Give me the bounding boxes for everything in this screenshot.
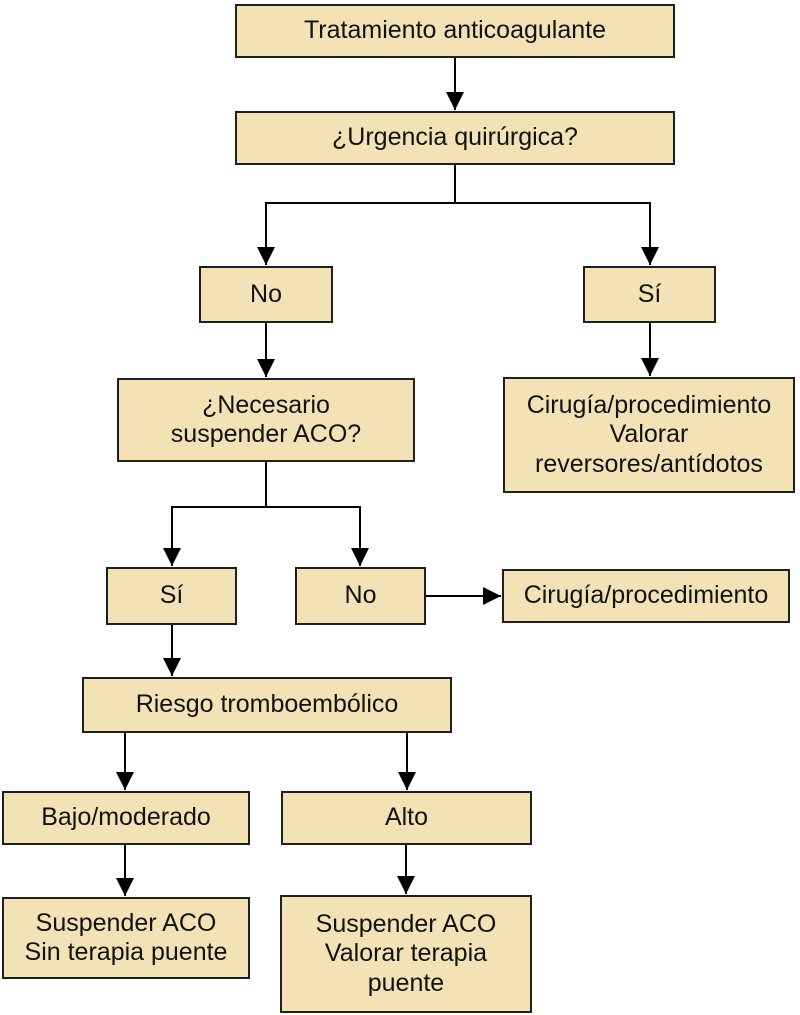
node-suspender-aco-sin-puente: Suspender ACO Sin terapia puente [2,897,250,979]
edge-necesario-no [266,506,369,566]
node-si-urgencia: Sí [583,266,716,323]
node-suspender-aco-valorar-puente: Suspender ACO Valorar terapia puente [280,895,532,1013]
node-no-suspender: No [295,567,426,625]
node-necesario-suspender-aco: ¿Necesario suspender ACO? [117,378,415,462]
node-urgencia-quirurgica: ¿Urgencia quirúrgica? [235,111,675,165]
node-cirugia-procedimiento: Cirugía/procedimiento [502,569,790,623]
edge-necesario-si [163,462,267,566]
node-no-urgencia: No [199,266,333,323]
node-alto: Alto [281,791,532,845]
node-bajo-moderado: Bajo/moderado [2,791,250,845]
node-tratamiento-anticoagulante: Tratamiento anticoagulante [235,4,675,58]
edge-urgencia-no [257,165,456,265]
node-si-suspender: Sí [106,567,237,625]
node-riesgo-tromboembolico: Riesgo tromboembólico [82,677,452,733]
node-cirugia-valorar-reversores: Cirugía/procedimiento Valorar reversores… [503,377,795,493]
edge-urgencia-si [455,202,659,265]
